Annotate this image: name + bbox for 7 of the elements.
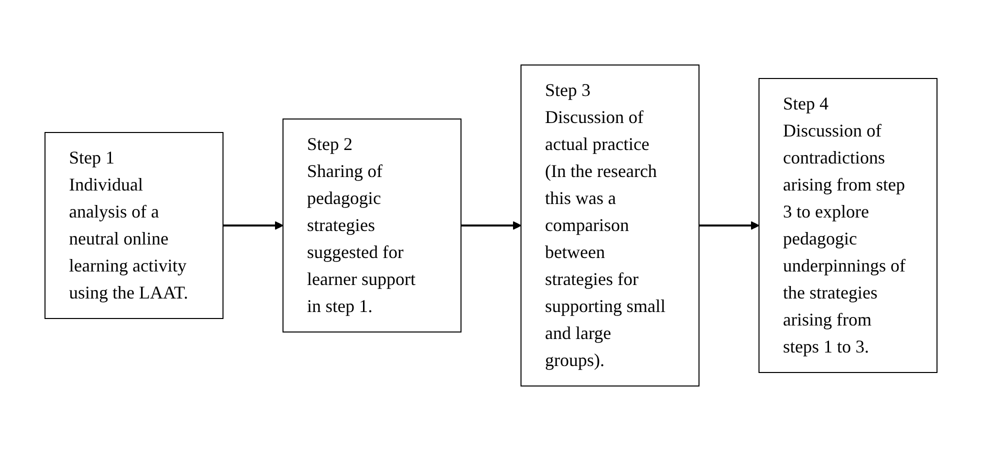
node-box: Step 1 Individual analysis of a neutral online learning activity using the LAAT. <box>44 132 224 319</box>
arrow <box>699 221 760 230</box>
node-box: Step 4 Discussion of contradictions arising from step 3 to explore pedagogic underpinnings of the strategies arising from steps 1 to 3. <box>758 78 938 373</box>
node-box: Step 2 Sharing of pedagogic strategies suggested for learner support in step 1. <box>282 118 462 332</box>
arrow <box>223 221 284 230</box>
node-box: Step 3 Discussion of actual practice (In the research this was a comparison between strategies for supporting small and large groups). <box>520 64 700 386</box>
arrow <box>461 221 522 230</box>
